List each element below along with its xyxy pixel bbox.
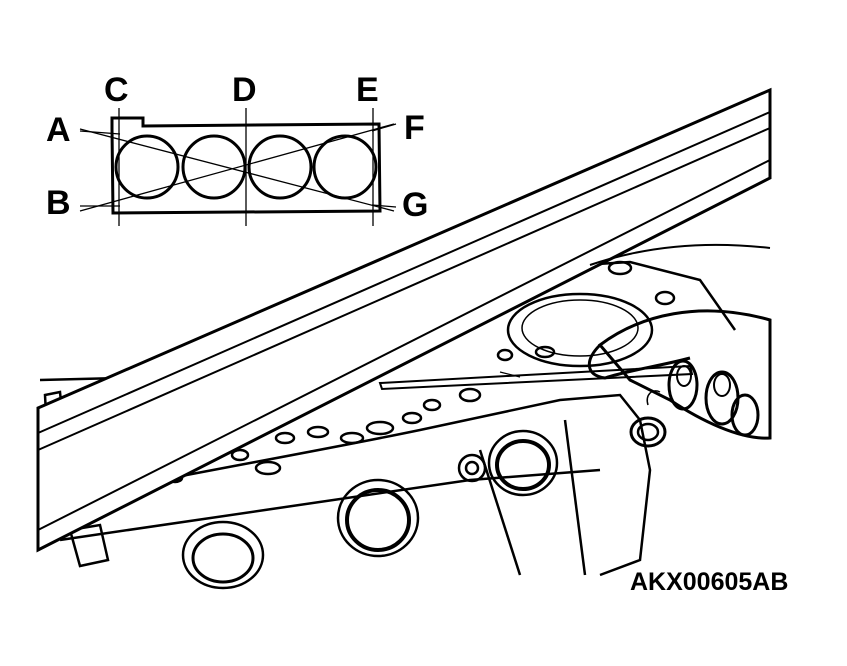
measure-line-f [371,123,397,132]
finger-crease [646,390,661,406]
cylinder-bore-4 [312,134,378,200]
hand [587,243,772,440]
cylinder-bore-3 [247,134,313,200]
measurement-pattern-inset: C D E A B F G [46,71,428,226]
port-opening-inner [495,439,551,491]
measure-line-g [371,204,397,208]
fingernail-2 [713,373,731,397]
cylinder-bore-2 [181,134,247,200]
combustion-chamber-inner [521,299,639,357]
label-d: D [232,71,257,109]
cylinder-bore-1 [114,134,180,200]
fingernail-1 [676,365,692,387]
label-e: E [356,71,379,109]
deck-hole [274,431,296,445]
label-g: G [402,186,428,224]
port-opening [336,478,420,558]
deck-hole [306,425,330,439]
deck-hole [458,387,482,403]
hand-outline [589,243,771,266]
plug-inner [636,422,660,442]
fingertip-3 [730,393,760,437]
straight-edge-bevel-3 [37,159,771,531]
head-bottom-edge [59,468,601,542]
combustion-chamber [506,292,654,368]
bolt-boss [457,453,487,483]
port-opening-inner [345,488,411,552]
deck-hole [534,345,556,359]
deck-hole [365,420,395,436]
measure-line-a [79,130,121,135]
label-f: F [404,109,425,147]
hand-back [597,309,772,440]
port-opening [181,520,265,590]
deck-hole [422,398,442,412]
feeler-gauge-blade [378,364,694,391]
label-c: C [104,71,129,109]
port-opening-inner [191,532,255,584]
fingertip-1 [667,359,699,411]
deck-hole [339,431,365,445]
deck-hole [654,290,676,306]
straight-edge-body [36,87,772,553]
feeler-gauge-line [499,371,521,378]
straight-edge-bevel-2 [37,127,771,451]
port-opening [487,429,559,497]
deck-hole [254,460,282,476]
deck-hole [401,411,423,425]
feeler-gauge [378,364,694,391]
deck-hole [607,260,633,276]
plug [629,416,667,448]
deck-outline [110,116,382,215]
deck-hole [230,448,250,462]
figure-code: AKX00605AB [630,568,788,596]
bolt-hole [464,460,480,476]
cylinder-head [39,260,737,590]
measure-line-a-g [79,128,395,212]
deck-hole [496,348,514,362]
label-b: B [46,184,71,222]
head-face-crease-2 [563,419,587,576]
thumb [587,343,691,380]
label-a: A [46,111,71,149]
straight-edge [36,87,772,553]
measure-line-b-f [79,123,395,212]
head-face-crease [478,449,522,576]
straight-edge-bevel-1 [37,111,771,434]
